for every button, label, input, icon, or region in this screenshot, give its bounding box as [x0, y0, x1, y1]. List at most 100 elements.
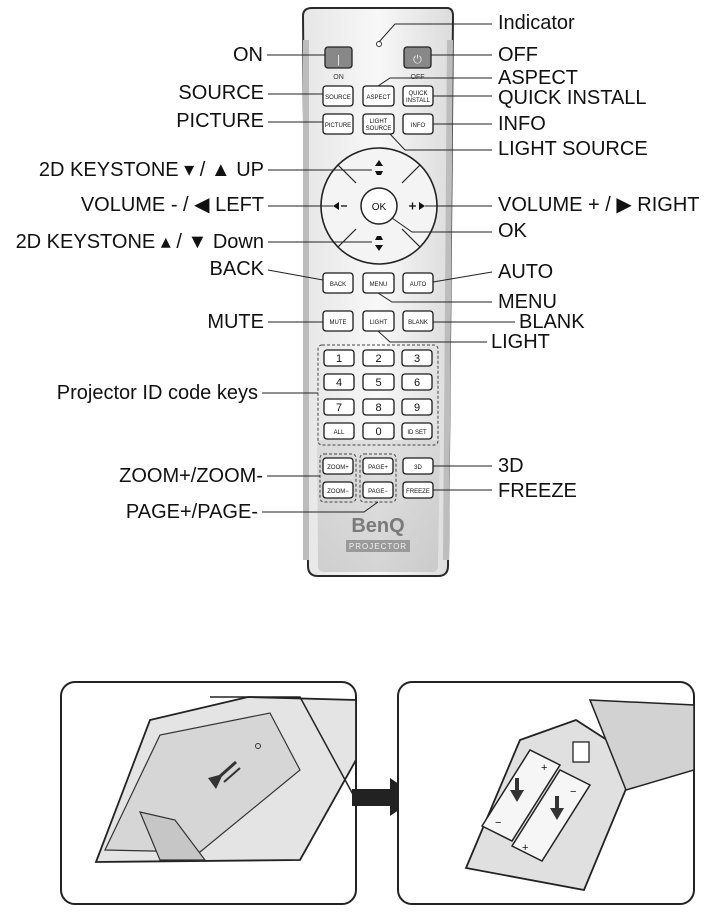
keystone-down-icon [375, 236, 383, 240]
auto-button-label: AUTO [410, 282, 427, 288]
id-keypad-outline [317, 344, 439, 446]
page-minus-label: PAGE− [368, 489, 388, 495]
auto-button[interactable]: AUTO [402, 272, 434, 294]
on-label: ON [233, 44, 263, 66]
key-5-label: 5 [375, 377, 381, 389]
key-4[interactable]: 4 [323, 373, 355, 391]
volume-left-label: VOLUME - / ◀ LEFT [81, 194, 264, 216]
id-set-button-label: ID SET [407, 430, 427, 436]
source-label: SOURCE [178, 82, 264, 104]
blank-button-label: BLANK [408, 320, 428, 326]
key-9-label: 9 [414, 402, 420, 414]
key-3[interactable]: 3 [401, 349, 433, 367]
key-0-label: 0 [375, 426, 381, 438]
menu-button[interactable]: MENU [362, 272, 395, 294]
quick-install-button[interactable]: QUICK INSTALL [402, 85, 434, 107]
battery-1-plus: + [541, 762, 547, 774]
keystone-down-label: 2D KEYSTONE ▴ / ▼ Down [16, 231, 264, 253]
mute-label: MUTE [207, 311, 264, 333]
battery-2: + − [510, 769, 592, 862]
key-0[interactable]: 0 [362, 422, 395, 440]
ok-button-label: OK [372, 202, 387, 213]
aspect-label: ASPECT [498, 67, 578, 89]
source-button-label: SOURCE [325, 95, 351, 101]
key-4-label: 4 [336, 377, 342, 389]
brand-logo: BenQ [351, 515, 404, 537]
3d-button[interactable]: 3D [402, 457, 434, 475]
key-2-label: 2 [375, 353, 381, 365]
3d-label: 3D [498, 455, 524, 477]
3d-button-label: 3D [414, 465, 422, 471]
aspect-button-label: ASPECT [366, 95, 390, 101]
id-set-button[interactable]: ID SET [401, 422, 433, 440]
left-button[interactable] [333, 202, 347, 210]
on-under-label: ON [333, 74, 344, 81]
battery-1-minus: − [495, 817, 501, 829]
quick-install-label-2: INSTALL [406, 98, 431, 104]
off-button[interactable]: ⏻ [403, 46, 432, 69]
quick-install-label-1: QUICK [408, 91, 427, 97]
page-minus-button[interactable]: PAGE− [362, 481, 394, 499]
cover-mark-icon [255, 743, 261, 749]
insert-arrow-1-icon [510, 778, 524, 802]
battery-1: + − [480, 749, 562, 842]
insert-arrow-2-icon [550, 796, 564, 820]
projector-label: PROJECTOR [349, 542, 407, 551]
up-button[interactable] [375, 160, 383, 175]
freeze-button[interactable]: FREEZE [402, 481, 434, 499]
mute-button[interactable]: MUTE [322, 310, 354, 332]
down-button[interactable] [375, 236, 383, 251]
key-2[interactable]: 2 [362, 349, 395, 367]
id-keys-label: Projector ID code keys [57, 382, 258, 404]
all-button[interactable]: ALL [323, 422, 355, 440]
key-1-label: 1 [336, 353, 342, 365]
keystone-up-icon [375, 171, 383, 175]
aspect-button[interactable]: ASPECT [362, 85, 395, 107]
battery-2-plus: + [522, 842, 528, 854]
light-source-label: LIGHT SOURCE [498, 138, 648, 160]
zoom-label: ZOOM+/ZOOM- [119, 465, 263, 487]
key-8-label: 8 [375, 402, 381, 414]
battery-clip-icon [572, 741, 590, 763]
key-9[interactable]: 9 [401, 398, 433, 416]
light-label: LIGHT [491, 331, 550, 353]
key-1[interactable]: 1 [323, 349, 355, 367]
back-button[interactable]: BACK [322, 272, 354, 294]
on-button[interactable]: | [324, 46, 353, 69]
source-button[interactable]: SOURCE [322, 85, 354, 107]
key-8[interactable]: 8 [362, 398, 395, 416]
projector-plate [346, 540, 410, 552]
back-button-label: BACK [330, 282, 346, 288]
blank-button[interactable]: BLANK [402, 310, 434, 332]
key-5[interactable]: 5 [362, 373, 395, 391]
mute-button-label: MUTE [330, 320, 347, 326]
picture-button[interactable]: PICTURE [322, 113, 354, 135]
light-button-label: LIGHT [370, 320, 388, 326]
zoom-plus-button[interactable]: ZOOM+ [322, 457, 354, 475]
key-6[interactable]: 6 [401, 373, 433, 391]
picture-button-label: PICTURE [325, 123, 351, 129]
on-button-symbol: | [337, 54, 340, 66]
light-button[interactable]: LIGHT [362, 310, 395, 332]
info-label: INFO [498, 113, 546, 135]
ok-button[interactable]: OK [360, 187, 398, 225]
picture-label: PICTURE [176, 110, 264, 132]
off-label: OFF [498, 44, 538, 66]
battery-step-2-panel: + − + − [397, 681, 695, 905]
right-button[interactable] [409, 202, 425, 210]
battery-step-1-panel [60, 681, 357, 905]
ok-label: OK [498, 220, 528, 242]
page-plus-button[interactable]: PAGE+ [362, 457, 394, 475]
slide-arrow-icon [208, 760, 241, 789]
light-source-button[interactable]: LIGHT SOURCE [362, 113, 395, 135]
key-3-label: 3 [414, 353, 420, 365]
info-button[interactable]: INFO [402, 113, 434, 135]
light-source-label-1: LIGHT [370, 119, 388, 125]
key-7[interactable]: 7 [323, 398, 355, 416]
keystone-up-label: 2D KEYSTONE ▾ / ▲ UP [39, 159, 264, 181]
zoom-minus-button[interactable]: ZOOM− [322, 481, 354, 499]
freeze-button-label: FREEZE [406, 489, 430, 495]
info-button-label: INFO [411, 123, 426, 129]
battery-2-minus: − [570, 786, 576, 798]
